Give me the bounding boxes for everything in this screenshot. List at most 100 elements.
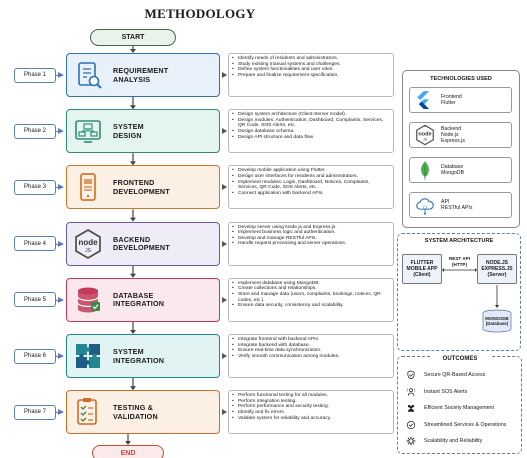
- detail-item: Prepare and finalize requirement specifi…: [232, 73, 390, 79]
- outcome-item: Scalability and Reliability: [406, 436, 482, 446]
- phase-title: FRONTEND DEVELOPMENT: [113, 178, 170, 196]
- phase-box: SYSTEM DESIGN: [66, 109, 220, 154]
- phase-title: SYSTEM DESIGN: [113, 122, 144, 140]
- phase-connector: [55, 187, 59, 189]
- phase-arrow: [58, 240, 64, 247]
- detail-item: Perform functional testing for all modul…: [232, 393, 390, 399]
- technology-label: API RESTful APIs: [441, 199, 473, 211]
- svg-text:JS: JS: [85, 248, 92, 254]
- phase-box: FRONTEND DEVELOPMENT: [66, 165, 220, 210]
- phase-label: Phase 3: [14, 179, 56, 195]
- detail-item: Validate system for reliability and accu…: [232, 416, 390, 422]
- outcome-label: Secure QR-Based Access: [424, 372, 486, 378]
- phase-label-text: Phase 1: [23, 72, 47, 78]
- outcome-label: Instant SOS Alerts: [424, 388, 468, 395]
- check-circle-icon: [406, 420, 416, 430]
- database-label: MONGODB (Database): [485, 316, 509, 326]
- cloud-api-icon: { }: [413, 193, 437, 217]
- technology-label: Backend Node.js Express.js: [441, 126, 465, 144]
- svg-text:node: node: [418, 132, 431, 138]
- phase-connector: [55, 75, 59, 76]
- detail-item: Design database schema.: [232, 129, 390, 135]
- detail-item: Connect application with backend APIs.: [232, 191, 390, 197]
- mongodb-leaf-icon: [413, 158, 437, 182]
- phase-details: Integrate frontend with backend APIs.Int…: [228, 334, 394, 378]
- phase-label-text: Phase 4: [23, 240, 47, 247]
- phase-details: Implement database using MongoDB.Create …: [228, 277, 394, 322]
- phase-details: Perform functional testing for all modul…: [228, 390, 394, 435]
- phase-label-text: Phase 2: [23, 128, 47, 135]
- phase-details: Identify needs of residents and administ…: [228, 53, 394, 97]
- technology-item: Database MongoDB: [409, 157, 512, 183]
- phase-label: Phase 2: [14, 123, 56, 139]
- detail-item: Design API structure and data flow.: [232, 135, 390, 141]
- phase-title: BACKEND DEVELOPMENT: [113, 234, 170, 253]
- detail-item: Design system architecture (Client-Serve…: [232, 112, 390, 118]
- phase-connector: [55, 131, 59, 133]
- shield-check-icon: [406, 370, 416, 380]
- phase-label: Phase 1: [14, 67, 56, 83]
- phase-title: DATABASE INTEGRATION: [113, 290, 165, 309]
- technology-item: { } API RESTful APIs: [409, 192, 512, 218]
- outcomes-panel: OUTCOMES Secure QR-Based Access Instant …: [397, 356, 522, 454]
- detail-item: Identify and fix errors.: [232, 410, 390, 416]
- phase-label-text: Phase 3: [23, 184, 47, 191]
- detail-arrow: [222, 184, 227, 191]
- phase-details: Develop mobile application using Flutter…: [228, 165, 394, 210]
- detail-item: Perform integration testing.: [232, 399, 390, 405]
- phase-connector: [55, 243, 59, 245]
- architecture-diagram-icon: [72, 115, 104, 147]
- phase-box: DATABASE INTEGRATION: [66, 277, 220, 322]
- architecture-panel: SYSTEM ARCHITECTURE FLUTTER MOBILE APP (…: [397, 233, 521, 351]
- phase-label: Phase 5: [14, 292, 56, 308]
- people-group-icon: [406, 403, 416, 413]
- outcomes-title: OUTCOMES: [430, 356, 490, 362]
- test-checklist-icon: [72, 396, 104, 428]
- phase-label-text: Phase 5: [23, 296, 47, 303]
- phase-arrow: [58, 128, 64, 135]
- detail-item: Study existing manual systems and challe…: [232, 62, 390, 68]
- phase-box: SYSTEM INTEGRATION: [66, 334, 220, 378]
- mobile-app-icon: [72, 171, 104, 203]
- outcome-label: Efficient Society Management: [424, 405, 494, 411]
- phase-label: Phase 7: [14, 404, 56, 420]
- phase-arrow: [58, 72, 64, 78]
- phase-title: REQUIREMENT ANALYSIS: [113, 66, 169, 84]
- diagram-title: METHODOLOGY: [144, 6, 256, 21]
- technology-label: Database MongoDB: [441, 164, 465, 176]
- detail-item: Create collections and relationships.: [232, 286, 390, 292]
- architecture-title: SYSTEM ARCHITECTURE: [424, 238, 494, 244]
- gear-icon: [406, 436, 416, 446]
- detail-item: Perform performance and security testing…: [232, 404, 390, 410]
- phase-title: TESTING & VALIDATION: [113, 403, 158, 421]
- detail-item: Ensure data security, consistency and sc…: [232, 303, 390, 309]
- svg-text:node: node: [78, 238, 98, 247]
- client-box: FLUTTER MOBILE APP (Client): [402, 254, 442, 284]
- phase-label-text: Phase 7: [23, 409, 47, 416]
- phase-label: Phase 4: [14, 236, 56, 252]
- outcome-item: Streamlined Services & Operations: [406, 420, 506, 430]
- phase-label-text: Phase 6: [23, 353, 47, 359]
- detail-item: Implement business logic and authenticat…: [232, 230, 390, 236]
- database-icon: [72, 284, 104, 316]
- client-label: FLUTTER MOBILE APP (Client): [406, 260, 438, 278]
- detail-item: Develop server using Node.js and Express…: [232, 225, 390, 231]
- phase-connector: [55, 412, 59, 414]
- architecture-arrows: [442, 268, 512, 333]
- outcome-item: Instant SOS Alerts: [406, 387, 467, 397]
- detail-item: Handle request processing and server ope…: [232, 241, 390, 247]
- phase-arrow: [58, 353, 64, 359]
- detail-item: Implement database using MongoDB.: [232, 281, 390, 287]
- phase-connector: [55, 356, 59, 357]
- technology-item: Frontend Flutter: [409, 87, 512, 113]
- detail-item: Develop and manage RESTful APIs.: [232, 236, 390, 242]
- outcome-label: Streamlined Services & Operations: [424, 421, 507, 428]
- start-node: START: [90, 29, 176, 46]
- detail-arrow: [222, 128, 227, 135]
